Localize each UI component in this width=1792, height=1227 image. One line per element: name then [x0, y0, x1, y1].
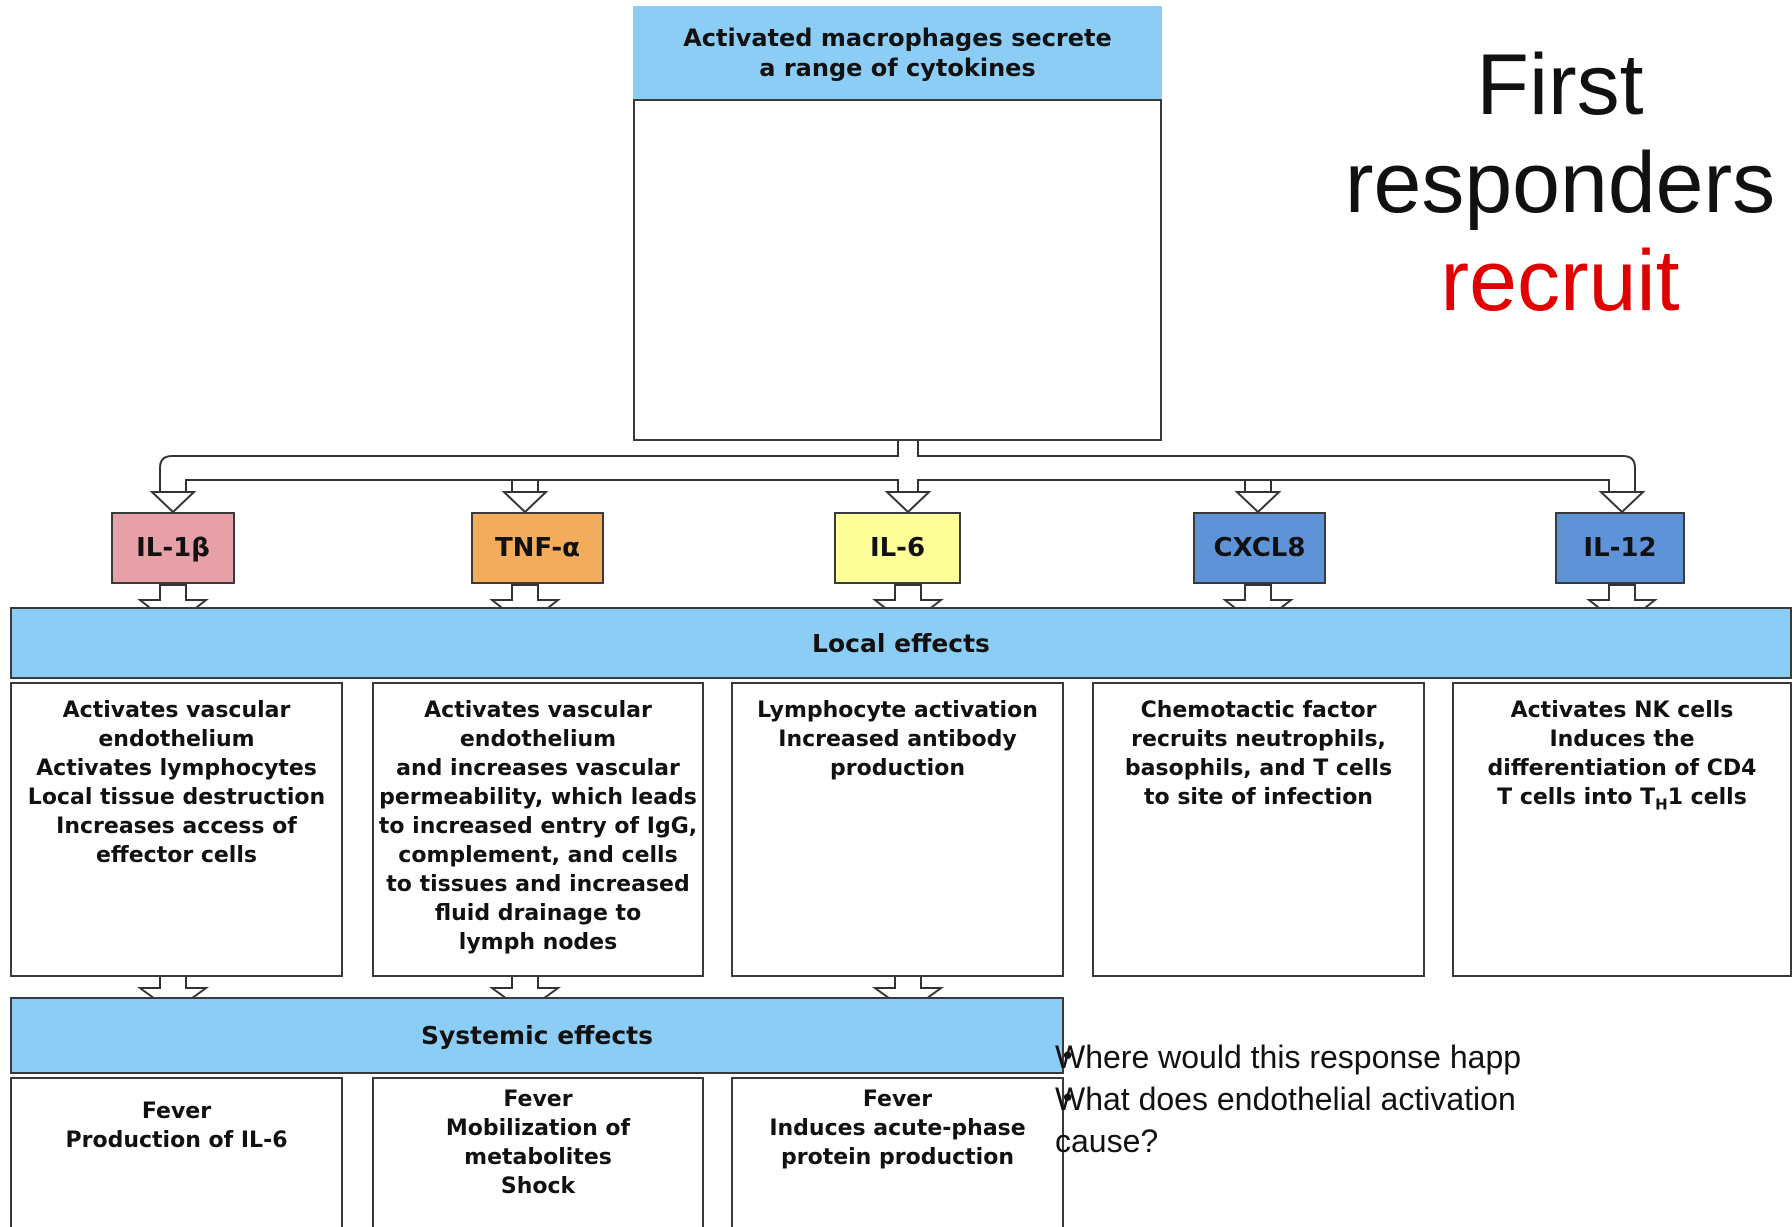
local-effects-band: Local effects — [10, 607, 1792, 679]
question-1: Where would this response happ — [1055, 1039, 1522, 1075]
title-line-2: responders — [1344, 135, 1776, 231]
systemic-effects-band: Systemic effects — [10, 997, 1064, 1074]
local-effect-column — [10, 682, 343, 977]
local-effect-column — [1452, 682, 1792, 977]
cytokine-box-il1b: IL-1β — [111, 512, 235, 584]
distribution-pipes — [159, 440, 1636, 492]
cytokine-box-cxcl8: CXCL8 — [1193, 512, 1326, 584]
local-effect-column — [372, 682, 704, 977]
macrophage-header: Activated macrophages secrete a range of… — [633, 6, 1162, 101]
slide-title: First responders recruit — [1290, 36, 1792, 330]
title-line-3: recruit — [1440, 233, 1680, 329]
systemic-effect-column — [10, 1077, 343, 1227]
question-2-continuation: cause? — [1055, 1123, 1159, 1159]
local-effect-il6-text: Lymphocyte activation Increased antibody… — [757, 698, 1038, 781]
systemic-effect-column — [731, 1077, 1064, 1227]
bullet-icon: • — [1060, 1084, 1076, 1114]
local-effect-il1b-text: Activates vascular endothelium Activates… — [27, 698, 326, 868]
systemic-effect-column — [372, 1077, 704, 1227]
systemic-effect-il1b-text: Fever Production of IL-6 — [65, 1099, 288, 1153]
local-effect-cxcl8-text: Chemotactic factor recruits neutrophils,… — [1124, 698, 1393, 810]
systemic-effect-il6-text: Fever Induces acute-phase protein produc… — [769, 1087, 1026, 1170]
local-effect-column — [731, 682, 1064, 977]
title-line-1: First — [1476, 37, 1644, 133]
cytokine-box-tnfa: TNF-α — [471, 512, 604, 584]
local-effect-tnfa-text: Activates vascular endothelium and incre… — [378, 698, 698, 955]
local-effect-column — [1092, 682, 1425, 977]
question-2: What does endothelial activation — [1055, 1081, 1516, 1117]
cytokine-box-il12: IL-12 — [1555, 512, 1685, 584]
cytokine-input-arrows — [149, 491, 1646, 514]
systemic-effect-tnfa-text: Fever Mobilization of metabolites Shock — [445, 1087, 631, 1199]
cytokine-box-il6: IL-6 — [834, 512, 961, 584]
bullet-icon: • — [1060, 1042, 1076, 1072]
